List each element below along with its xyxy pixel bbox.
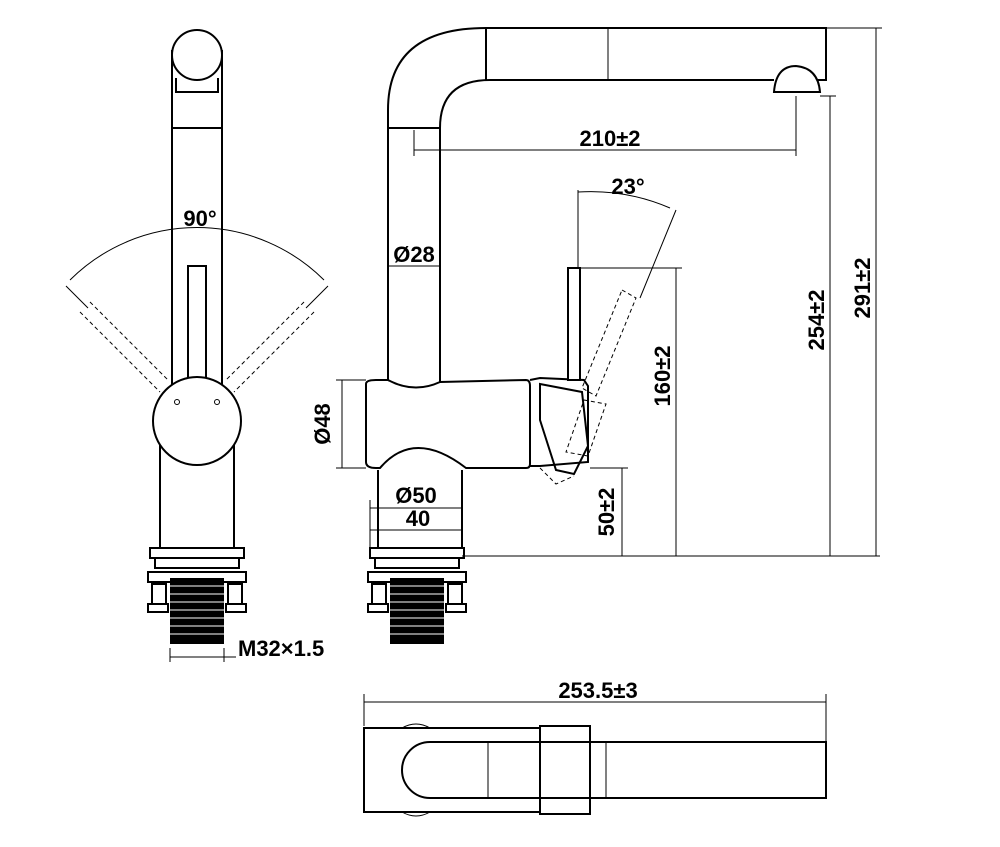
side-angle-label: 23° bbox=[611, 174, 644, 199]
front-angle-arc bbox=[69, 227, 325, 281]
front-nut-right bbox=[225, 603, 247, 613]
front-handle-body bbox=[152, 376, 242, 466]
front-view: 90° M32×1.5 bbox=[65, 29, 329, 662]
side-spray-head bbox=[772, 64, 822, 93]
front-stud-right bbox=[227, 583, 243, 607]
top-handle bbox=[539, 725, 591, 815]
front-nut-left bbox=[147, 603, 169, 613]
front-stud-left bbox=[151, 583, 167, 607]
front-body bbox=[159, 440, 235, 548]
side-base-height-label: 50±2 bbox=[594, 488, 619, 537]
front-spout-pipe bbox=[171, 50, 223, 395]
side-nut-right bbox=[445, 603, 467, 613]
side-reach-label: 210±2 bbox=[579, 126, 640, 151]
side-cartridge-dashed-bottom bbox=[539, 467, 575, 485]
side-cartridge-dashed bbox=[565, 399, 607, 457]
side-angle-arc bbox=[577, 191, 671, 209]
front-spout-top bbox=[171, 29, 223, 81]
side-body-diameter-dim bbox=[336, 379, 366, 469]
side-reach-dimension bbox=[413, 96, 797, 156]
front-base-plate bbox=[149, 547, 245, 559]
side-total-height-label: 291±2 bbox=[850, 257, 875, 318]
side-angle-ext-lines bbox=[577, 190, 677, 299]
side-thread-lines bbox=[390, 585, 444, 635]
front-threaded-shank bbox=[170, 578, 224, 644]
side-shank-width-label: 40 bbox=[406, 506, 430, 531]
front-angle-ext-lines bbox=[65, 285, 329, 309]
side-spout-inner bbox=[439, 79, 774, 382]
front-lever-right-dashed bbox=[225, 301, 315, 393]
top-body bbox=[363, 727, 541, 813]
side-nut-left bbox=[367, 603, 389, 613]
front-thread-lines bbox=[170, 585, 224, 635]
top-view: 253.5±3 bbox=[363, 678, 827, 817]
front-gasket bbox=[154, 557, 240, 569]
front-spout-cap bbox=[175, 78, 219, 93]
top-length-dimension bbox=[363, 694, 827, 742]
side-lever-height-dim bbox=[580, 267, 682, 556]
side-base-dimensions bbox=[369, 500, 463, 548]
front-handle-screw bbox=[214, 399, 220, 405]
side-body bbox=[365, 378, 531, 469]
side-base-height-dim bbox=[590, 467, 628, 556]
front-lever bbox=[187, 265, 207, 387]
side-threaded-shank bbox=[390, 578, 444, 644]
side-body-diameter-label: Ø48 bbox=[310, 403, 335, 445]
side-spout-diameter-label: Ø28 bbox=[393, 242, 435, 267]
side-view: 210±2 Ø28 Ø48 23° bbox=[310, 27, 882, 644]
front-handle-screw bbox=[174, 399, 180, 405]
side-outlet-height-dim bbox=[820, 95, 836, 556]
top-base-edge bbox=[401, 723, 431, 817]
side-gasket bbox=[374, 557, 460, 569]
front-thread-dimension bbox=[169, 648, 236, 662]
side-outlet-height-label: 254±2 bbox=[804, 289, 829, 350]
side-lever bbox=[567, 267, 581, 381]
side-lever-dashed bbox=[581, 289, 637, 397]
side-total-height-dim bbox=[826, 27, 882, 556]
side-stud-left bbox=[371, 583, 387, 607]
top-length-label: 253.5±3 bbox=[558, 678, 637, 703]
side-stud-right bbox=[447, 583, 463, 607]
side-handle-cartridge bbox=[539, 382, 590, 476]
top-spout-loop bbox=[401, 741, 528, 799]
top-spout bbox=[430, 741, 827, 799]
side-base-plate bbox=[369, 547, 465, 559]
front-thread-label: M32×1.5 bbox=[238, 636, 324, 661]
side-handle-cap bbox=[529, 376, 589, 467]
front-lever-left-dashed bbox=[79, 301, 169, 393]
front-angle-label: 90° bbox=[183, 206, 216, 231]
side-base-diameter-label: Ø50 bbox=[395, 483, 437, 508]
side-lever-height-label: 160±2 bbox=[650, 345, 675, 406]
